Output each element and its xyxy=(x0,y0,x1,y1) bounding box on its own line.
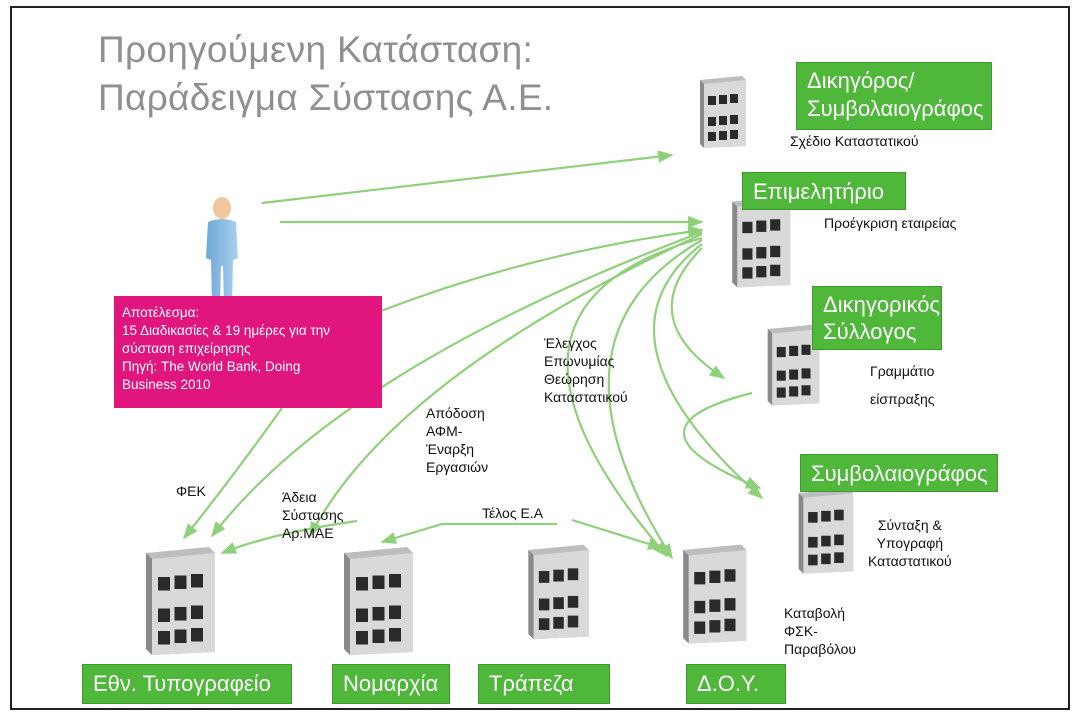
node-printing: Εθν. Τυπογραφείο xyxy=(82,664,292,704)
arrow-tax-prefecture xyxy=(380,522,557,544)
page-title: Προηγούμενη Κατάσταση: Παράδειγμα Σύστασ… xyxy=(98,26,553,122)
edge-label-check-2: Επωνυμίας xyxy=(544,353,615,369)
edge-label-fek: ΦΕΚ xyxy=(176,482,206,500)
edge-label-permit-2: Σύστασης xyxy=(282,507,344,523)
node-bank-label: Τράπεζα xyxy=(489,671,574,696)
edge-label-afm-3: Έναρξη xyxy=(426,441,475,457)
note-lawyer-text: Σχέδιο Καταστατικού xyxy=(790,133,919,149)
node-chamber: Επιμελητήριο xyxy=(742,172,906,210)
arrow-chamber-bar xyxy=(670,247,726,379)
node-lawyer-line-2: Συμβολαιογράφος xyxy=(807,96,984,121)
office-building-icon xyxy=(686,74,750,150)
note-bar-line-1: Γραμμάτιο xyxy=(870,363,935,379)
note-tax: Καταβολή ΦΣΚ- Παραβόλου xyxy=(784,604,856,658)
result-line-4: Πηγή: The World Bank, Doing xyxy=(122,359,301,374)
edge-label-afm-4: Εργασιών xyxy=(426,459,489,475)
edge-label-check-4: Καταστατικού xyxy=(544,389,628,405)
note-notary-line-3: Καταστατικού xyxy=(868,553,952,569)
edge-label-check-1: Έλεγχος xyxy=(544,335,597,351)
office-building-icon xyxy=(664,540,752,648)
office-building-icon xyxy=(782,486,858,576)
edge-label-afm: Απόδοση ΑΦΜ- Έναρξη Εργασιών xyxy=(426,404,488,476)
note-notary-line-2: Υπογραφή xyxy=(876,535,944,551)
edge-label-permit-3: Αρ.ΜΑΕ xyxy=(282,525,334,541)
result-line-1: Αποτέλεσμα: xyxy=(122,305,200,320)
arrow-chamber-tax-1 xyxy=(566,236,703,558)
arrow-chamber-printing xyxy=(211,230,703,538)
note-tax-line-2: ΦΣΚ- xyxy=(784,623,818,639)
edge-label-permit: Άδεια Σύστασης Αρ.ΜΑΕ xyxy=(282,488,344,542)
node-printing-label: Εθν. Τυπογραφείο xyxy=(93,671,271,696)
result-box: Αποτέλεσμα: 15 Διαδικασίες & 19 ημέρες γ… xyxy=(114,296,382,408)
node-bar-line-1: Δικηγορικός xyxy=(823,292,941,317)
result-line-5: Business 2010 xyxy=(122,377,211,392)
note-chamber: Προέγκριση εταιρείας xyxy=(824,214,956,232)
node-lawyer-line-1: Δικηγόρος/ xyxy=(807,68,915,93)
note-lawyer: Σχέδιο Καταστατικού xyxy=(790,132,919,150)
node-bank: Τράπεζα xyxy=(478,664,610,704)
node-bar-line-2: Σύλλογος xyxy=(823,319,917,344)
note-tax-line-3: Παραβόλου xyxy=(784,641,857,657)
edge-label-check-3: Θεώρηση xyxy=(544,371,605,387)
node-notary: Συμβολαιογράφος xyxy=(800,454,998,492)
note-bar: Γραμμάτιο είσπραξης xyxy=(870,362,935,408)
note-tax-line-1: Καταβολή xyxy=(784,605,846,621)
node-notary-label: Συμβολαιογράφος xyxy=(811,461,988,486)
arrow-bar-notary xyxy=(682,391,762,490)
arrow-chamber-tax-2 xyxy=(607,239,703,560)
arrow-result-printing xyxy=(183,407,283,540)
office-building-icon xyxy=(322,544,420,658)
edge-label-permit-1: Άδεια xyxy=(282,489,317,505)
diagram-frame: Προηγούμενη Κατάσταση: Παράδειγμα Σύστασ… xyxy=(10,6,1070,710)
note-bar-line-2: είσπραξης xyxy=(870,391,935,407)
title-line-2: Παράδειγμα Σύστασης Α.Ε. xyxy=(98,77,554,118)
node-chamber-label: Επιμελητήριο xyxy=(753,179,885,204)
result-line-2: 15 Διαδικασίες & 19 ημέρες για την xyxy=(122,323,331,338)
flow-arrows xyxy=(183,150,764,560)
arrow-bank-tax xyxy=(571,518,664,550)
edge-label-fee: Τέλος Ε.Α xyxy=(482,504,543,522)
edge-label-afm-2: ΑΦΜ- xyxy=(426,423,463,439)
edge-label-afm-1: Απόδοση xyxy=(426,405,485,421)
node-bar: Δικηγορικός Σύλλογος xyxy=(812,286,942,350)
edge-label-fek-text: ΦΕΚ xyxy=(176,483,206,499)
node-tax: Δ.Ο.Υ. xyxy=(686,664,786,704)
node-prefecture-label: Νομαρχία xyxy=(343,671,439,696)
arrow-person-lawyer xyxy=(261,150,674,205)
title-line-1: Προηγούμενη Κατάσταση: xyxy=(98,29,534,70)
note-notary: Σύνταξη & Υπογραφή Καταστατικού xyxy=(868,516,952,570)
note-chamber-text: Προέγκριση εταιρείας xyxy=(824,215,957,231)
edge-label-check: Έλεγχος Επωνυμίας Θεώρηση Καταστατικού xyxy=(544,334,628,406)
arrow-chamber-notary xyxy=(653,243,764,500)
office-building-icon xyxy=(510,542,594,642)
arrow-prefecture-printing xyxy=(220,519,358,555)
edge-label-fee-text: Τέλος Ε.Α xyxy=(482,505,544,521)
node-lawyer: Δικηγόρος/ Συμβολαιογράφος xyxy=(796,62,992,130)
note-notary-line-1: Σύνταξη & xyxy=(877,517,942,533)
person-icon xyxy=(206,197,238,306)
office-building-icon xyxy=(124,544,222,658)
result-line-3: σύσταση επιχείρησης xyxy=(122,341,251,356)
node-tax-label: Δ.Ο.Υ. xyxy=(697,671,760,696)
node-prefecture: Νομαρχία xyxy=(332,664,450,704)
